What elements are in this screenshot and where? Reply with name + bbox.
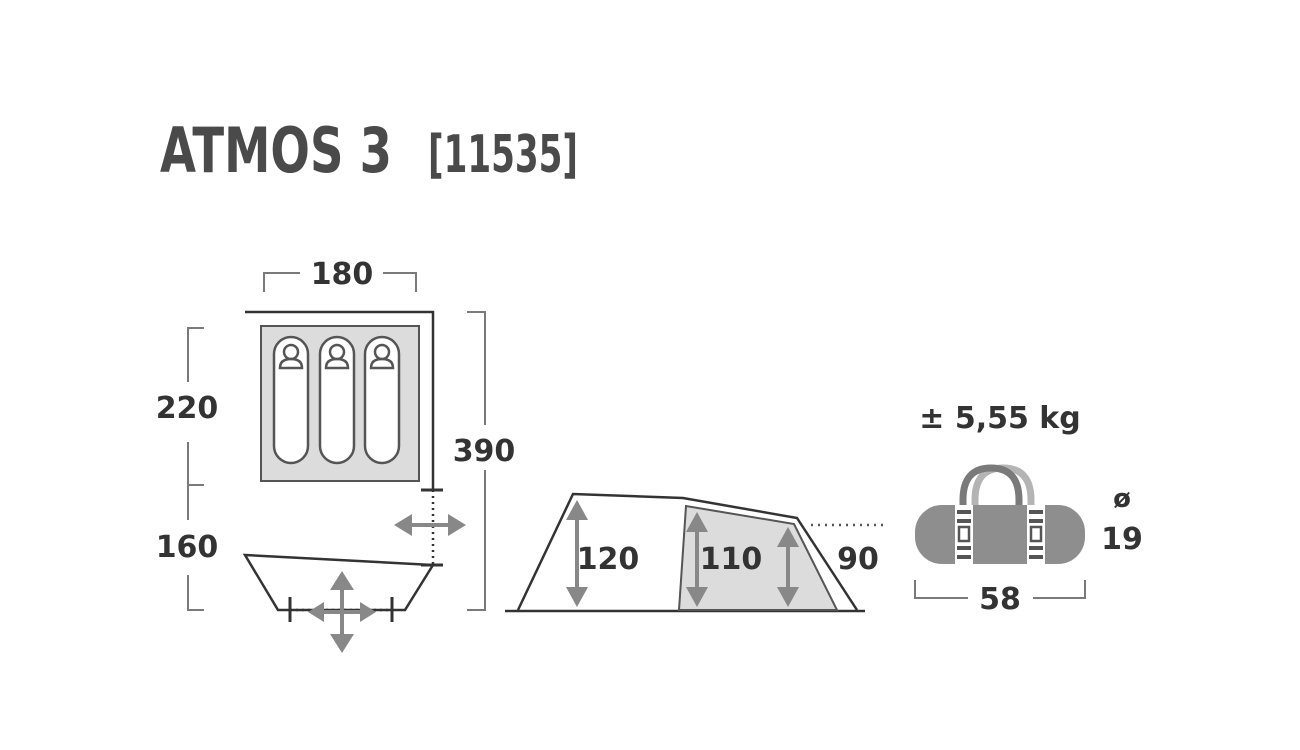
diameter-symbol: ø — [1113, 484, 1131, 514]
rear-height-label: 90 — [837, 542, 879, 577]
inner-tent-profile — [677, 504, 839, 611]
bag-strap-left-icon — [955, 505, 973, 564]
side-view: 120 110 90 — [505, 492, 885, 613]
sleeper-1-icon — [272, 335, 310, 465]
title: ATMOS 3 [11535] — [160, 114, 578, 187]
carry-bag-icon — [915, 464, 1085, 564]
width-label: 180 — [311, 257, 374, 292]
pack-size: ± 5,55 kg ø 19 — [914, 401, 1143, 617]
tent-profile — [516, 492, 859, 611]
sleeper-3-icon — [363, 335, 401, 465]
front-height-label: 120 — [577, 542, 640, 577]
front-door-arrow-icon — [308, 571, 376, 653]
bag-strap-right-icon — [1027, 505, 1045, 564]
rear-height-arrow-icon — [777, 527, 799, 607]
pack-length-label: 58 — [979, 582, 1021, 617]
middle-height-label: 110 — [700, 542, 763, 577]
product-name: ATMOS 3 — [160, 114, 392, 187]
pack-length-dimension — [914, 580, 1086, 599]
middle-height-arrow-icon — [686, 512, 708, 607]
vestibule-length-label: 160 — [156, 530, 219, 565]
diameter-label: 19 — [1101, 522, 1143, 557]
floor-outline — [242, 310, 436, 612]
left-dimension — [187, 327, 204, 611]
total-length-label: 390 — [453, 434, 516, 469]
product-code: [11535] — [428, 125, 578, 185]
weight-label: ± 5,55 kg — [919, 401, 1080, 436]
total-length-dimension — [467, 311, 486, 611]
floor-plan: 180 220 160 390 — [156, 257, 516, 653]
sleeper-2-icon — [318, 335, 356, 465]
inner-length-label: 220 — [156, 391, 219, 426]
width-dimension — [263, 272, 417, 292]
front-height-arrow-icon — [566, 500, 588, 607]
side-door-arrow-icon — [394, 514, 466, 536]
